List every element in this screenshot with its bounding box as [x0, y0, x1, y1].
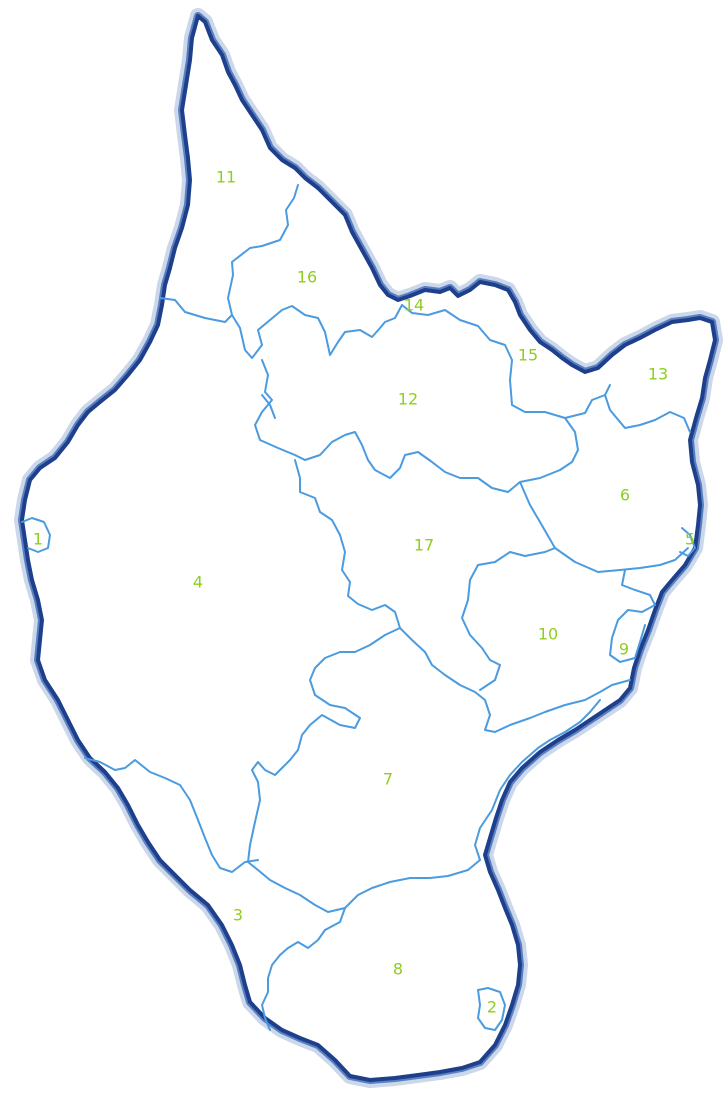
region-label-4: 4 [193, 573, 203, 592]
region-label-16: 16 [297, 268, 317, 287]
region-label-10: 10 [538, 625, 558, 644]
region-label-12: 12 [398, 390, 418, 409]
boundary-4-3 [84, 757, 259, 873]
region-label-6: 6 [620, 486, 630, 505]
region-label-5: 5 [685, 530, 695, 549]
region-label-14: 14 [404, 296, 424, 315]
region-label-17: 17 [414, 536, 434, 555]
boundary-11-16 [159, 184, 299, 323]
region-label-2: 2 [487, 998, 497, 1017]
boundary-10-6 [554, 547, 689, 573]
subbasin-boundaries [21, 184, 696, 1031]
boundary-7-east [474, 699, 601, 861]
region-label-7: 7 [383, 770, 393, 789]
boundary-5 [679, 527, 696, 557]
boundary-8-2 [477, 987, 506, 1031]
boundary-1 [21, 517, 51, 553]
boundary-9 [609, 569, 656, 663]
region-label-9: 9 [619, 640, 629, 659]
region-label-1: 1 [33, 530, 43, 549]
boundary-4-17 [294, 459, 401, 629]
region-label-8: 8 [393, 960, 403, 979]
region-label-15: 15 [518, 346, 538, 365]
boundary-17-10 [399, 627, 631, 733]
boundary-4-7 [247, 627, 401, 863]
boundary-14-15 [401, 304, 611, 419]
boundary-13-6 [604, 394, 691, 433]
boundary-12-17 [254, 359, 579, 493]
boundary-3-8 [261, 907, 346, 1031]
region-label-3: 3 [233, 906, 243, 925]
boundary-4-west-river [261, 394, 276, 419]
region-label-13: 13 [648, 365, 668, 384]
basin-outline [14, 8, 723, 1088]
region-label-11: 11 [216, 168, 236, 187]
boundary-7-3-8 [247, 859, 481, 913]
boundary-16-12 [231, 304, 403, 359]
boundary-17-10-west [461, 481, 556, 691]
basin-outline-border [20, 14, 717, 1082]
